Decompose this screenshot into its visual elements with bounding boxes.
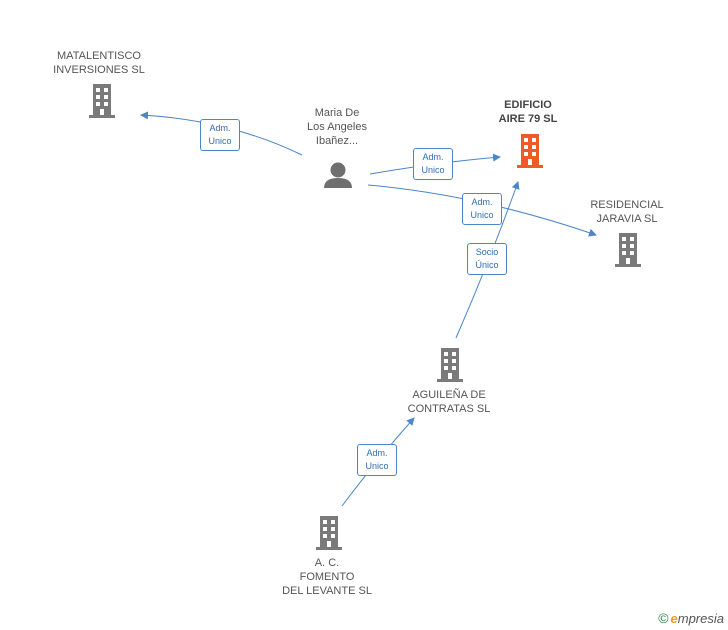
node-label-matalentisco[interactable]: MATALENTISCO INVERSIONES SL xyxy=(53,50,145,76)
edge-label-aguilena-edificio: Socio Único xyxy=(467,243,507,275)
empresia-brand[interactable]: ©empresia xyxy=(658,610,724,626)
edge-label-maria-residencial: Adm. Unico xyxy=(462,193,502,225)
building-icon[interactable] xyxy=(517,134,543,168)
node-label-fomento[interactable]: A. C. FOMENTO DEL LEVANTE SL xyxy=(282,557,372,597)
node-label-aguilena[interactable]: AGUILEÑA DE CONTRATAS SL xyxy=(407,389,491,415)
building-icon[interactable] xyxy=(437,348,463,382)
edge-label-maria-matalentisco: Adm. Unico xyxy=(200,119,240,151)
node-label-residencial[interactable]: RESIDENCIAL JARAVIA SL xyxy=(590,199,664,225)
brand-e: e xyxy=(670,611,678,626)
building-icon[interactable] xyxy=(316,516,342,550)
edge-label-fomento-aguilena: Adm. Unico xyxy=(357,444,397,476)
edge-label-maria-edificio: Adm. Unico xyxy=(413,148,453,180)
brand-name: mpresia xyxy=(677,611,724,626)
building-icon[interactable] xyxy=(87,84,117,118)
copyright-symbol: © xyxy=(658,610,669,626)
node-label-edificio[interactable]: EDIFICIO AIRE 79 SL xyxy=(498,99,558,125)
person-icon[interactable] xyxy=(324,162,352,189)
building-icon[interactable] xyxy=(615,233,641,267)
node-label-maria[interactable]: Maria De Los Angeles Ibañez... xyxy=(307,107,367,147)
